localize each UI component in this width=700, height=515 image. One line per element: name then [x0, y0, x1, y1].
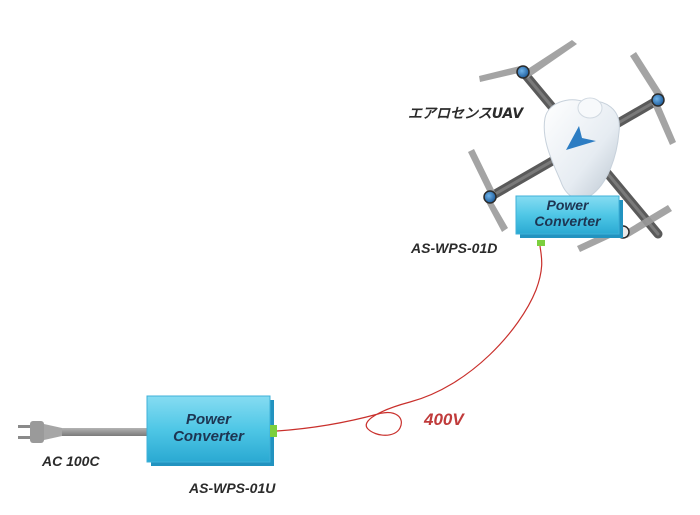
drone-converter-line1: Power	[546, 197, 589, 213]
drone-connector	[537, 240, 545, 246]
ac-cable	[62, 428, 148, 436]
rotor-bottom-left	[468, 149, 508, 232]
voltage-label: 400V	[424, 410, 464, 429]
ground-connector	[270, 425, 277, 437]
ac-input-label: AC 100C	[42, 453, 100, 469]
rotor-top-left	[479, 40, 577, 82]
ac-plug-icon	[18, 421, 62, 443]
drone-converter-label: Power Converter	[516, 197, 619, 229]
ground-converter-line2: Converter	[173, 428, 244, 446]
rotor-top-right	[630, 52, 676, 145]
ground-power-converter	[146, 395, 274, 466]
drone-model-label: AS-WPS-01D	[411, 240, 498, 256]
aerosense-logo-icon	[566, 126, 596, 150]
drone-body	[543, 97, 620, 200]
drone-converter-line2: Converter	[534, 213, 601, 230]
drone-power-converter	[515, 195, 623, 238]
ground-converter-line1: Power	[185, 411, 231, 428]
ground-model-label: AS-WPS-01U	[189, 480, 276, 496]
uav-name-label: エアロセンスUAV	[408, 106, 524, 122]
tether-cable	[276, 245, 543, 436]
ground-converter-label: Power Converter	[147, 411, 270, 446]
